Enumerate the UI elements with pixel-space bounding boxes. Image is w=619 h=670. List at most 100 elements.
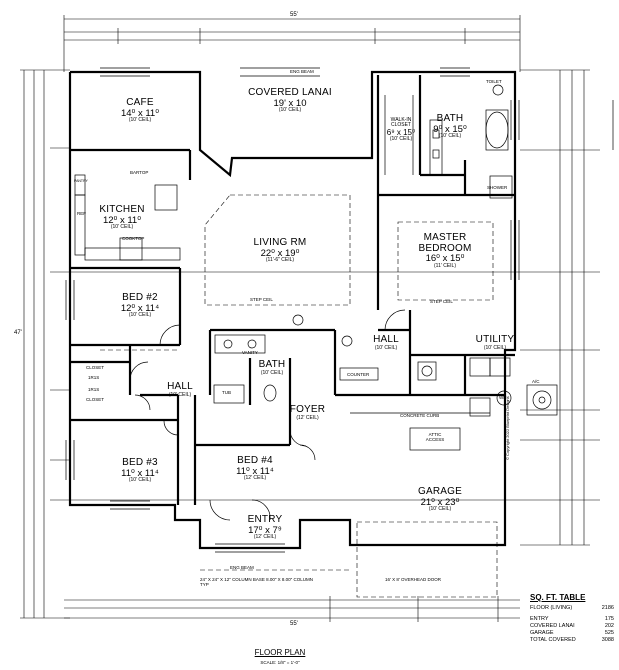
room-ceiling: (12' CEIL) [296,414,319,421]
room-hall-left: HALL (10' CEIL) [160,381,200,398]
room-size: 6⁹ x 15⁰ [386,127,416,137]
room-garage: GARAGE 21⁰ x 23⁰ (10' CEIL) [405,486,475,513]
room-ceiling: (10' CEIL) [168,391,192,398]
sq-ft-label: COVERED LANAI [530,623,575,629]
room-ceiling: (10' CEIL) [128,477,152,484]
room-ceiling: (10' CEIL) [438,133,462,140]
room-size: 12⁰ x 11⁰ [102,214,142,226]
concrete-curb-label: CONCRETE CURB [400,413,440,418]
room-master-bath: BATH 9⁰ x 15⁰ (10' CEIL) [425,113,475,140]
closet-label-bed2: CLOSET [86,365,105,370]
room-size: 9⁰ x 15⁰ [433,123,467,135]
water-heater-label: WH [499,395,507,400]
room-size: 14⁰ x 11⁰ [120,107,160,119]
pantry-label: PANTRY [74,179,88,183]
sq-ft-table: SQ. FT. TABLE FLOOR (LIVING) 2186 ENTRY … [530,593,614,644]
sq-ft-label: FLOOR (LIVING) [530,605,573,611]
room-name: KITCHEN [99,204,145,215]
room-utility: UTILITY (10' CEIL) [470,334,520,351]
closet-code-bed2: 1R1S [88,375,100,380]
column-note: 24" X 24" X 12" COLUMN BASE 8.00" X 8.00… [200,577,314,587]
room-name: BED #4 [237,455,273,466]
room-name: COVERED LANAI [248,87,332,98]
room-ceiling: (10' CEIL) [428,506,452,513]
room-ceiling: (11' CEIL) [434,262,456,269]
room-kitchen: KITCHEN 12⁰ x 11⁰ (10' CEIL) [92,204,152,231]
room-ceiling: (10' CEIL) [374,344,398,351]
sq-ft-row-floor: FLOOR (LIVING) 2186 [530,605,614,612]
eng-beam-top: ENG BEAM [290,69,314,74]
overall-dimension-top: 55' [290,12,298,18]
room-hall-right: HALL (10' CEIL) [366,334,406,351]
sq-ft-row: TOTAL COVERED 3088 [530,637,614,644]
room-size: 12⁰ x 11⁴ [120,302,160,314]
room-ceiling: (10' CEIL) [128,312,152,319]
room-ceiling: (10' CEIL) [260,369,284,376]
closet-label-bed3: CLOSET [86,397,105,402]
eng-beam-bottom: ENG BEAM [230,565,254,570]
ref-label: REF [77,211,86,216]
closet-code-bed3: 1R1S [88,387,100,392]
room-foyer: FOYER (12' CEIL) [285,404,330,421]
bartop-label: BARTOP [130,170,149,175]
room-bath-2: BATH (10' CEIL) [252,359,292,376]
room-size: 11⁰ x 11⁴ [121,467,159,479]
ac-label: A/C [532,379,540,384]
room-name: BATH [258,359,286,370]
sq-ft-row: ENTRY 175 [530,616,614,623]
overall-dimension-bottom: 55' [290,621,298,627]
room-living: LIVING RM 22⁰ x 19⁰ (11'-6" CEIL) [235,237,325,264]
room-name: BATH [436,113,464,124]
shower-label: SHOWER [487,185,508,190]
room-name: BED #2 [122,292,158,303]
room-size: 19' x 10 [273,97,307,109]
room-ceiling: (12' CEIL) [243,475,267,482]
room-size: 17⁰ x 7⁹ [248,524,282,536]
room-entry: ENTRY 17⁰ x 7⁹ (12' CEIL) [235,514,295,541]
sq-ft-value: 175 [604,616,614,622]
floor-plan-title: FLOOR PLAN [254,648,306,657]
room-size: 11⁰ x 11⁴ [236,465,274,477]
sq-ft-value: 2186 [601,605,614,611]
step-ceil-living: STEP CEIL [250,297,273,302]
attic-access-label: ATTIC ACCESS [425,432,445,442]
room-bed-2: BED #2 12⁰ x 11⁴ (10' CEIL) [110,292,170,319]
counter-label: COUNTER [347,372,370,377]
sq-ft-value: 202 [604,623,614,629]
sq-ft-value: 525 [604,630,614,636]
sq-ft-value: 3088 [601,637,614,643]
overhead-door-label: 16' X 8' OVERHEAD DOOR [385,577,441,582]
room-name: MASTER BEDROOM [418,232,472,254]
room-name: HALL [167,381,193,392]
sq-ft-row: GARAGE 525 [530,630,614,637]
room-size: 21⁰ x 23⁰ [420,496,460,508]
overall-dimension-left: 47' [14,330,22,336]
floor-plan-scale: SCALE: 1/8" = 1'-0" [260,660,300,665]
room-ceiling: (10' CEIL) [278,107,302,114]
sq-ft-label: ENTRY [530,616,549,622]
room-name: BED #3 [122,457,158,468]
room-name: HALL [373,334,399,345]
room-ceiling: (10' CEIL) [389,135,413,142]
room-name: CAFE [126,97,154,108]
tub-label: TUB [222,390,231,395]
sq-ft-label: TOTAL COVERED [530,637,576,643]
vanity-label: VANITY [242,350,258,355]
cooktop-label: COOKTOP [122,236,145,241]
room-ceiling: (12' CEIL) [253,534,277,541]
room-bed-4: BED #4 11⁰ x 11⁴ (12' CEIL) [225,455,285,482]
toilet-label: TOILET [486,79,502,84]
room-bed-3: BED #3 11⁰ x 11⁴ (10' CEIL) [110,457,170,484]
sq-ft-row: COVERED LANAI 202 [530,623,614,630]
room-size: 22⁰ x 19⁰ [260,247,300,259]
step-ceil-master: STEP CEIL [430,299,453,304]
room-walk-in-closet: WALK-IN CLOSET 6⁹ x 15⁰ (10' CEIL) [382,117,420,142]
copyright-note: © Copyright 2022 Blueprint Designs [505,396,510,460]
room-covered-lanai: COVERED LANAI 19' x 10 (10' CEIL) [235,87,345,114]
room-size: 16⁰ x 15⁰ [425,253,465,264]
room-name: UTILITY [475,334,515,345]
room-name: LIVING RM [253,237,307,248]
sq-ft-table-title: SQ. FT. TABLE [530,593,586,602]
room-ceiling: (10' CEIL) [110,224,134,231]
